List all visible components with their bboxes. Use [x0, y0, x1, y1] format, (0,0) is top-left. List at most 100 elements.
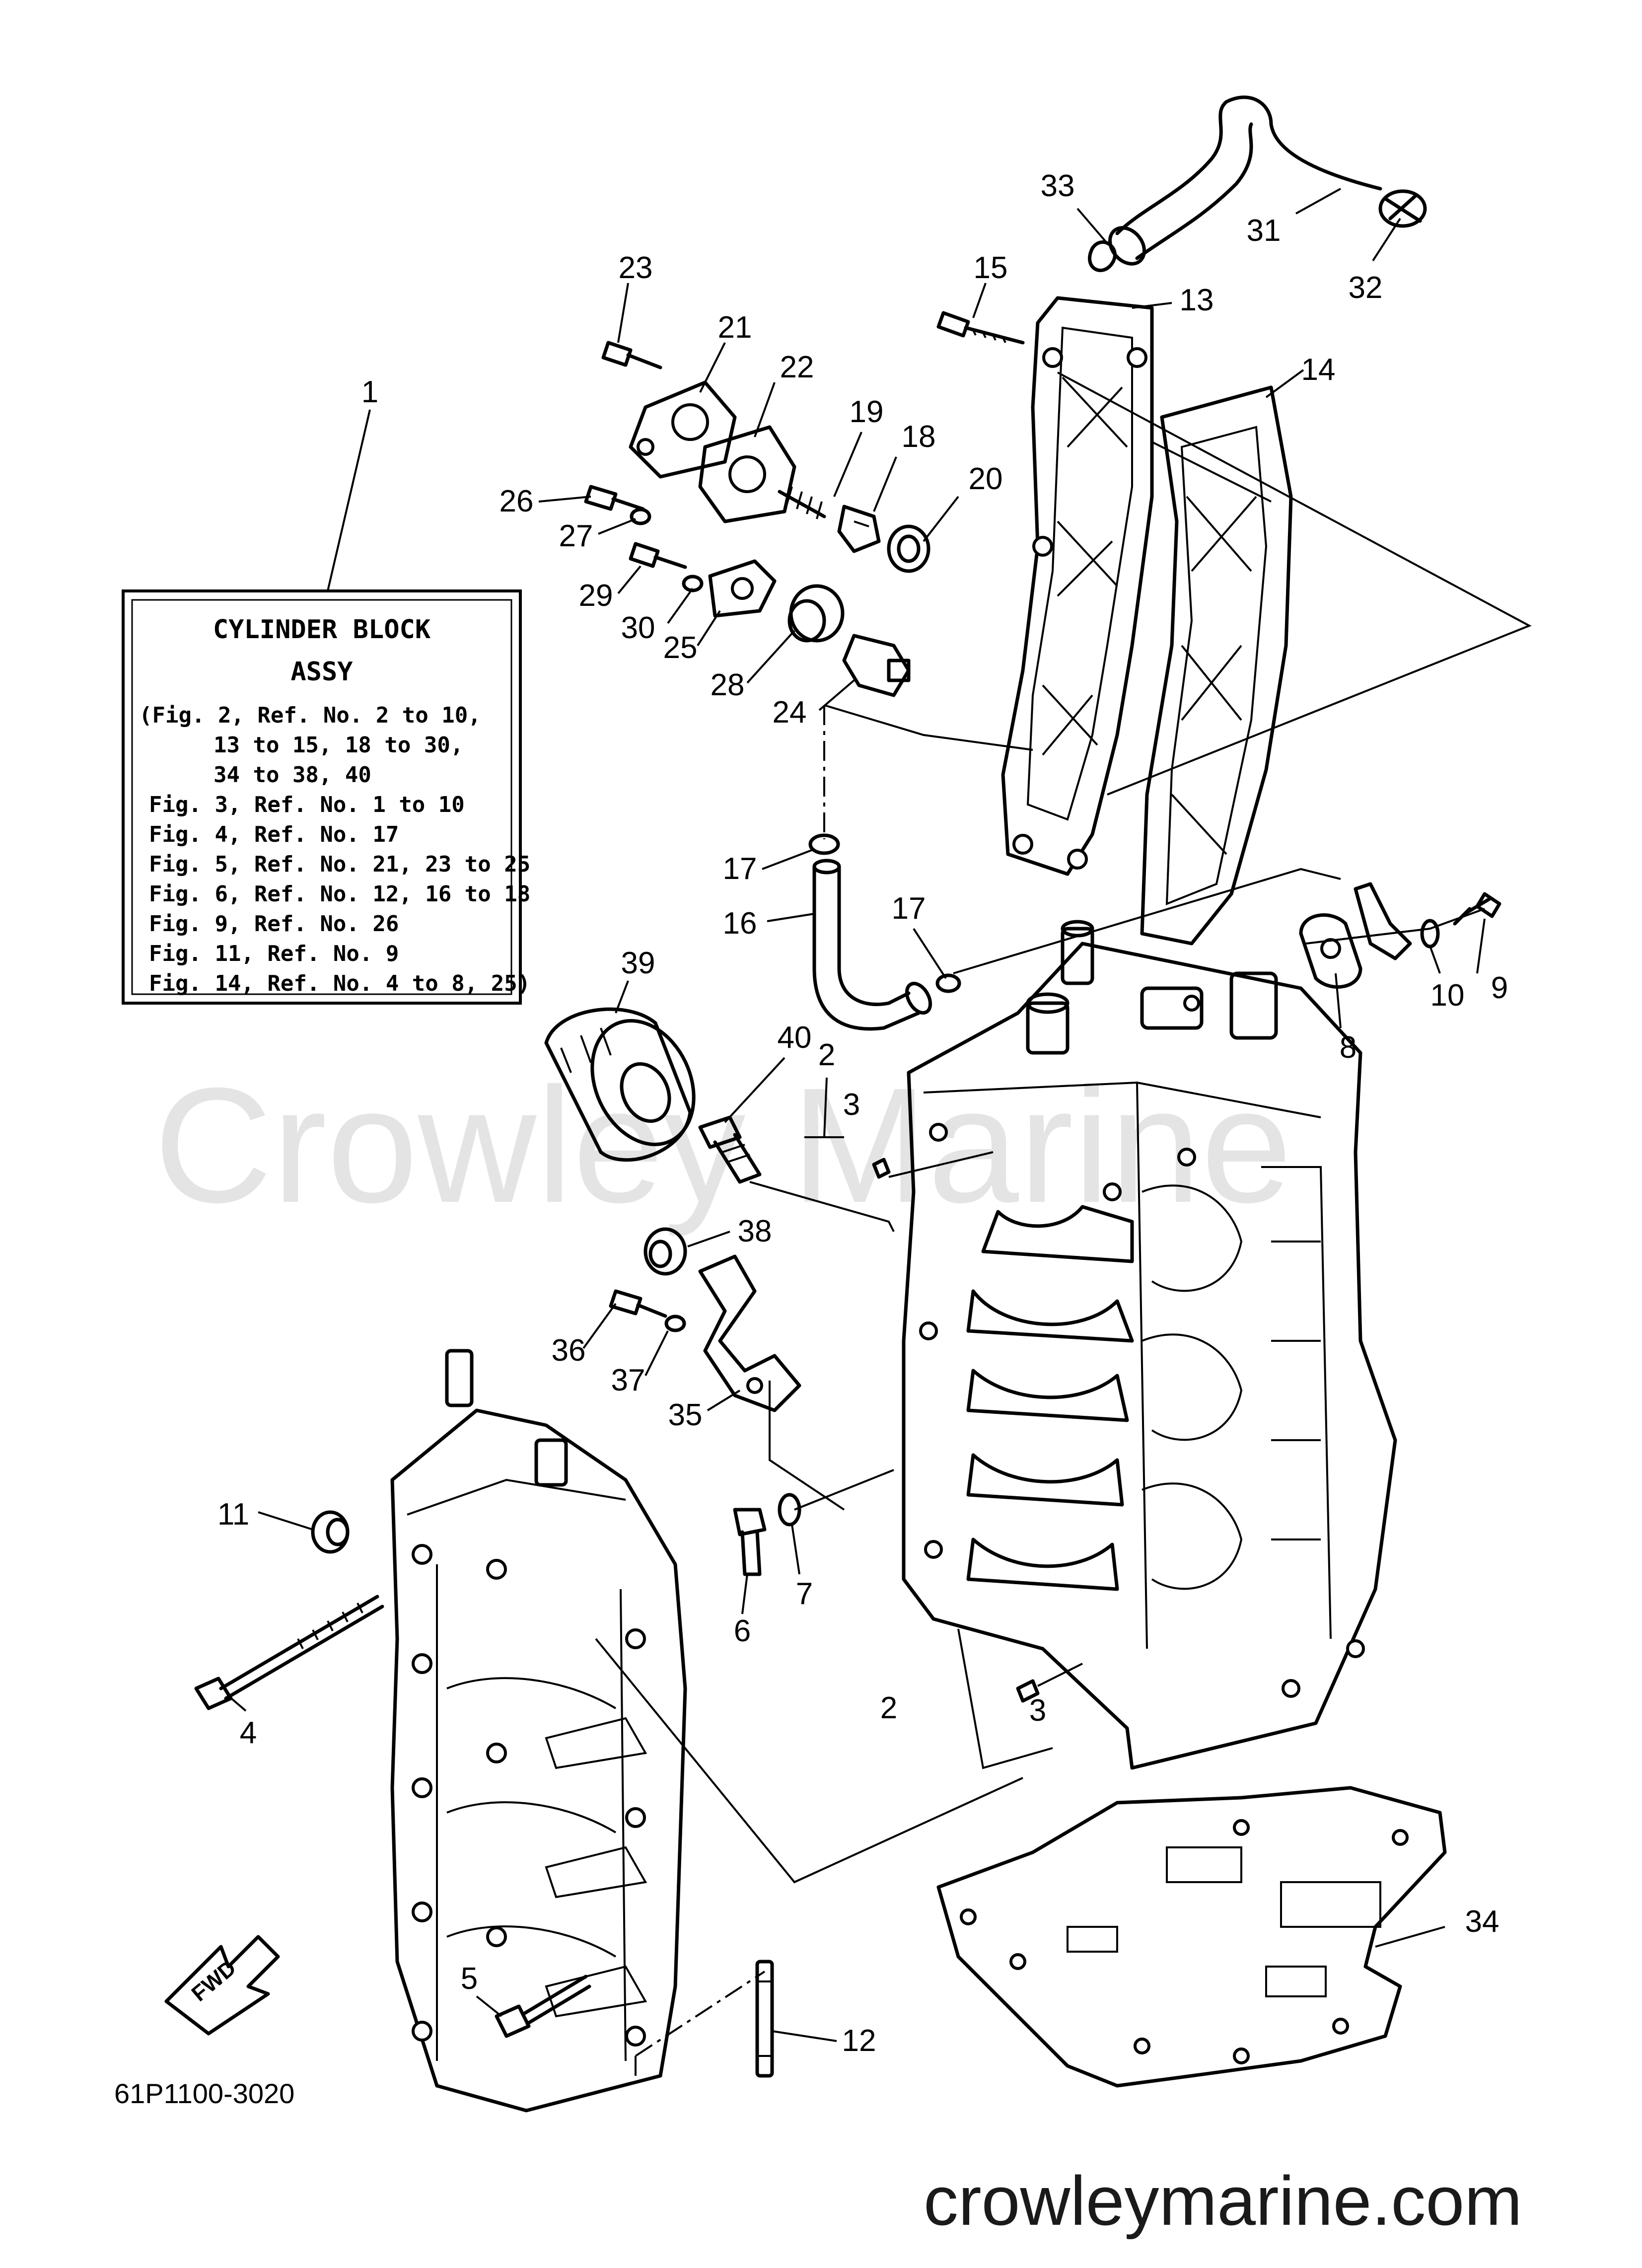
stud-12: [755, 1960, 774, 2078]
callout-5: 5: [461, 1962, 478, 1996]
fwd-arrow-icon: FWD: [164, 1935, 280, 2036]
callout-6: 6: [734, 1614, 751, 1648]
bolt-6: [733, 1508, 767, 1576]
callout-25: 25: [663, 631, 698, 665]
bolt-26: [584, 485, 645, 511]
callout-3: 3: [843, 1088, 860, 1122]
plug-11: [311, 1510, 350, 1554]
cylinder-block: [902, 920, 1397, 1770]
callout-32: 32: [1349, 271, 1383, 305]
clip-33: [1088, 240, 1117, 272]
callout-4: 4: [240, 1716, 257, 1750]
thermostat-cover-21: [629, 380, 737, 479]
bolt-4: [194, 1595, 384, 1710]
bracket-10: [1354, 882, 1412, 960]
pin-3-lower: [1016, 1679, 1040, 1703]
watermark: Crowley Marine: [154, 1053, 1292, 1238]
fitting-40: [698, 1115, 762, 1184]
callout-40: 40: [778, 1021, 812, 1055]
hose-clamp-32: [1378, 189, 1427, 228]
callout-2: 2: [818, 1038, 835, 1072]
sensor-24: [842, 634, 911, 697]
callout-17: 17: [892, 891, 926, 926]
site-url[interactable]: crowleymarine.com: [924, 2162, 1522, 2240]
hose-16: [812, 859, 932, 1031]
assy-line: 13 to 15, 18 to 30,: [214, 732, 463, 758]
crankcase: [390, 1349, 687, 2113]
callout-13: 13: [1180, 283, 1214, 317]
callout-18: 18: [902, 420, 936, 454]
seal-28: [787, 584, 845, 643]
callout-12: 12: [842, 2024, 876, 2058]
callout-34: 34: [1465, 1904, 1499, 1939]
washer-27: [630, 508, 651, 525]
assy-reference-box: CYLINDER BLOCK ASSY (Fig. 2, Ref. No. 2 …: [122, 589, 530, 1005]
assy-title-line2: ASSY: [290, 657, 353, 687]
housing-25: [708, 559, 777, 618]
callout-38: 38: [738, 1214, 772, 1248]
oil-filter-39: [544, 1007, 696, 1162]
washer-7: [778, 1493, 801, 1527]
clamp-17-upper: [808, 833, 840, 855]
callout-31: 31: [1247, 214, 1281, 248]
callout-23: 23: [619, 251, 653, 285]
callout-30: 30: [621, 611, 655, 645]
callout-20: 20: [969, 462, 1003, 496]
thermostat-18: [837, 505, 881, 553]
clamp-17-lower: [935, 973, 961, 993]
gasket-14: [1140, 385, 1293, 946]
callout-24: 24: [773, 695, 807, 730]
washer-30: [682, 575, 704, 592]
callout-27: 27: [559, 519, 593, 553]
assy-line: Fig. 14, Ref. No. 4 to 8, 25): [149, 971, 530, 996]
callout-15: 15: [974, 251, 1008, 285]
callout-35: 35: [668, 1398, 703, 1432]
callout-29: 29: [579, 579, 613, 613]
assy-line: Fig. 5, Ref. No. 21, 23 to 25: [149, 852, 530, 877]
pin-3-upper: [872, 1158, 891, 1179]
callout-22: 22: [780, 350, 814, 384]
callout-2: 2: [880, 1691, 897, 1725]
assy-line: Fig. 9, Ref. No. 26: [149, 911, 399, 937]
seal-20: [887, 524, 930, 573]
bracket-35: [698, 1254, 801, 1412]
callout-37: 37: [611, 1363, 645, 1397]
callout-17: 17: [723, 852, 757, 886]
bolt-23: [601, 341, 662, 369]
callout-28: 28: [711, 668, 745, 702]
callout-33: 33: [1041, 169, 1075, 203]
callout-labels: 1 2 2 3 3 4 5 6 7 8 9 10 11 12 13 14 15 …: [217, 169, 1508, 2058]
gasket-22: [698, 425, 796, 523]
callout-9: 9: [1491, 971, 1508, 1005]
assy-title-line1: CYLINDER BLOCK: [213, 615, 431, 645]
callout-11: 11: [217, 1497, 249, 1532]
bolt-9: [1453, 892, 1501, 926]
callout-3: 3: [1029, 1693, 1046, 1728]
gasket-34: [936, 1786, 1447, 2088]
callout-21: 21: [718, 310, 752, 345]
leader-lines: [227, 188, 1486, 2042]
bolt-15: [936, 311, 1025, 345]
assy-line: (Fig. 2, Ref. No. 2 to 10,: [139, 703, 481, 728]
cover-13: [1001, 296, 1154, 876]
callout-39: 39: [621, 946, 655, 980]
alignment-lines: [595, 371, 1532, 2076]
bolt-36: [609, 1289, 667, 1318]
callout-10: 10: [1430, 978, 1465, 1013]
assy-line: Fig. 11, Ref. No. 9: [149, 941, 399, 966]
assy-line: 34 to 38, 40: [214, 762, 371, 788]
callout-36: 36: [552, 1333, 586, 1368]
bolt-5: [495, 1975, 591, 2038]
plate-8: [1299, 913, 1362, 989]
spring-19: [778, 486, 826, 519]
collar-38: [643, 1227, 687, 1276]
assy-line: Fig. 4, Ref. No. 17: [149, 822, 399, 847]
callout-19: 19: [850, 395, 884, 429]
callout-8: 8: [1340, 1030, 1356, 1065]
callout-14: 14: [1301, 353, 1336, 387]
washer-9a: [1420, 919, 1440, 949]
hose-31: [1108, 95, 1382, 266]
callout-16: 16: [723, 906, 757, 941]
